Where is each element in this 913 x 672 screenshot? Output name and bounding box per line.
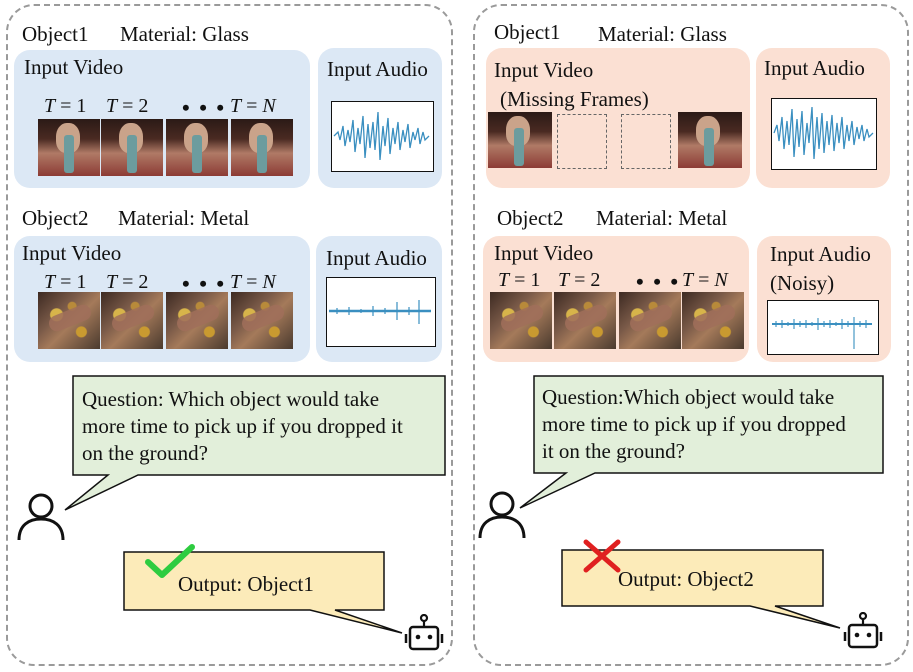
waveform-graphic [333,111,430,161]
left-object1-name: Object1 [22,22,89,46]
left-object2-waveform [326,277,436,347]
right-object2-video-label: Input Video [494,241,594,265]
left-object2-t2-label: T = 2 [106,271,149,293]
left-object2-frame-1 [38,292,100,349]
right-object2-frame-3 [619,292,681,349]
left-output-text: Output: Object1 [178,572,314,596]
left-object2-ellipsis: • • • [182,271,227,296]
left-object1-t2-label: T = 2 [106,95,149,117]
left-object2-frame-4 [231,292,293,349]
right-object1-audio-label: Input Audio [764,56,865,80]
right-object2-frame-1 [490,292,552,349]
left-object2-tn-label: T = N [230,271,276,293]
left-object1-frame-1 [38,119,100,176]
left-object2-frame-2 [101,292,163,349]
left-object1-frame-2 [101,119,163,176]
left-object2-name: Object2 [22,206,89,230]
right-object2-tn-label: T = N [682,269,728,291]
left-object1-material: Material: Glass [120,22,249,46]
right-question-text: Question:Which object would take more ti… [542,385,846,463]
user-icon [17,493,65,541]
right-object1-name: Object1 [494,20,561,44]
right-object1-missing-frame-2 [621,114,671,169]
right-object1-video-sublabel: (Missing Frames) [500,87,649,111]
left-object2-video-label: Input Video [22,241,122,265]
right-panel [473,4,909,666]
waveform-graphic [773,106,874,160]
right-object2-ellipsis: • • • [636,269,681,294]
left-object2-frame-3 [166,292,228,349]
right-object2-audio-label: Input Audio [770,242,871,266]
right-object2-waveform [767,300,879,355]
left-object1-tn-label: T = N [230,95,276,117]
left-object1-audio-label: Input Audio [327,57,428,81]
right-object2-frame-2 [554,292,616,349]
right-object2-material: Material: Metal [596,206,728,230]
right-object2-audio-sublabel: (Noisy) [770,271,835,295]
robot-icon [843,612,883,649]
right-object1-frame-1 [488,112,552,168]
left-panel [6,4,453,666]
right-object1-material: Material: Glass [598,22,727,46]
user-icon [478,491,526,539]
right-object1-waveform [771,98,877,170]
waveform-graphic [772,317,872,349]
check-icon [145,544,195,578]
right-object2-frame-4 [682,292,744,349]
left-object1-video-label: Input Video [24,55,124,79]
left-object2-material: Material: Metal [118,206,250,230]
left-object2-audio-label: Input Audio [326,246,427,270]
left-object1-frame-3 [166,119,228,176]
right-object1-video-label: Input Video [494,58,594,82]
left-object1-frame-4 [231,119,293,176]
left-object1-ellipsis: • • • [182,95,227,120]
right-object1-missing-frame-1 [557,114,607,169]
right-object2-t1-label: T = 1 [498,269,541,291]
right-object2-name: Object2 [497,206,564,230]
right-object1-frame-4 [678,112,742,168]
waveform-graphic [329,300,431,324]
cross-icon [583,539,621,573]
right-output-text: Output: Object2 [618,567,754,591]
right-object2-t2-label: T = 2 [558,269,601,291]
left-object2-t1-label: T = 1 [44,271,87,293]
left-question-text: Question: Which object would take more t… [82,387,403,465]
left-object1-t1-label: T = 1 [44,95,87,117]
robot-icon [404,614,444,651]
left-object1-waveform [331,101,434,172]
